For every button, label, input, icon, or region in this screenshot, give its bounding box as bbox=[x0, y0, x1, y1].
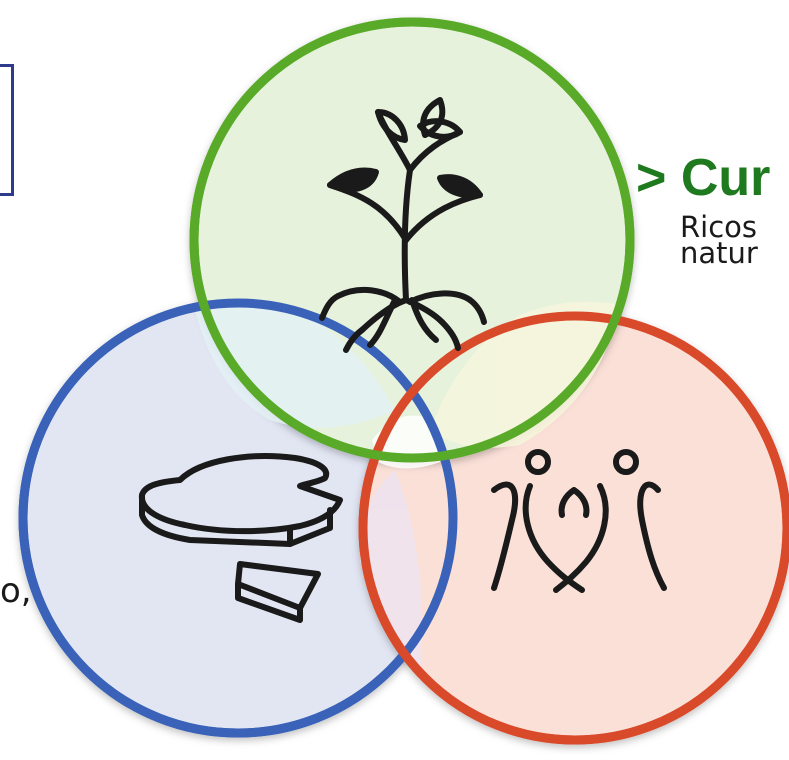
overlap-top-left bbox=[194, 300, 395, 428]
subtext-block: Ricos natur bbox=[680, 210, 758, 270]
left-text-fragment: o, bbox=[0, 571, 32, 611]
heading-text: > Cur bbox=[636, 149, 771, 207]
cheese-wedge-icon bbox=[138, 453, 343, 623]
overlap-top-right bbox=[430, 301, 620, 448]
title-frame bbox=[0, 64, 14, 196]
tree-with-roots-icon bbox=[319, 97, 487, 353]
subtext-line-2: natur bbox=[680, 236, 758, 270]
people-heart-icon bbox=[491, 449, 667, 593]
overlap-left-right bbox=[360, 470, 423, 680]
subtext-line-1: Ricos bbox=[680, 210, 758, 244]
